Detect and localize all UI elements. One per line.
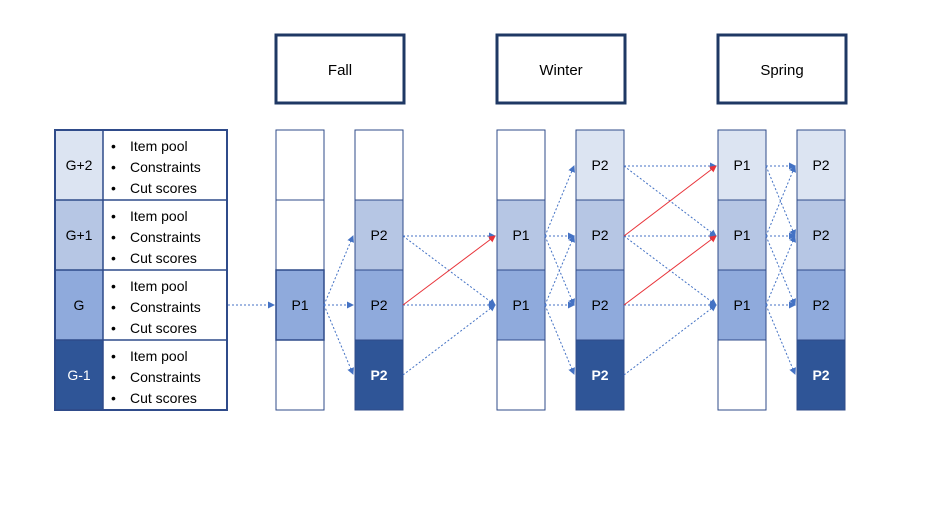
panel-cell-label: P2 <box>812 297 829 313</box>
season-header-winter: Winter <box>495 33 627 105</box>
arrow <box>765 165 796 237</box>
panel-cell-label: P1 <box>512 227 529 243</box>
bullet-text: Constraints <box>130 369 201 385</box>
panel-cell-label: P1 <box>733 297 750 313</box>
bullet-dot: • <box>111 138 116 154</box>
bullet-dot: • <box>111 299 116 315</box>
bullet-text: Item pool <box>130 278 188 294</box>
bullet-dot: • <box>111 369 116 385</box>
season-label-fall: Fall <box>328 62 352 79</box>
winter-panel-1-column: P1 P1 <box>496 129 546 411</box>
arrow <box>323 304 354 375</box>
grade-label-g-plus-2: G+2 <box>66 157 93 173</box>
fall-panel-1-column: P1 <box>275 129 325 411</box>
season-label-winter: Winter <box>539 62 582 79</box>
arrow <box>623 235 717 306</box>
bullet-dot: • <box>111 208 116 224</box>
arrow <box>544 304 575 375</box>
panel-cell-label: P2 <box>591 157 608 173</box>
bullet-text: Item pool <box>130 138 188 154</box>
panel-cell-label: P1 <box>512 297 529 313</box>
bullet-text: Cut scores <box>130 180 197 196</box>
panel-cell-label: P2 <box>591 367 608 383</box>
panel-cell-label: P2 <box>812 157 829 173</box>
panel-cell-label: P2 <box>812 367 829 383</box>
bullet-dot: • <box>111 320 116 336</box>
panel-cell-label: P1 <box>291 297 308 313</box>
arrow <box>765 235 796 306</box>
spring-panel-1-column: P1 P1 P1 <box>717 129 767 411</box>
bullet-text: Cut scores <box>130 390 197 406</box>
bullet-dot: • <box>111 229 116 245</box>
panel-cell-label: P2 <box>370 227 387 243</box>
bullet-dot: • <box>111 159 116 175</box>
arrow <box>323 235 354 306</box>
bullet-dot: • <box>111 250 116 266</box>
bullet-dot: • <box>111 180 116 196</box>
season-header-spring: Spring <box>716 33 848 105</box>
bullet-text: Constraints <box>130 299 201 315</box>
bullet-text: Constraints <box>130 159 201 175</box>
winter-panel-2-column: P2 P2 P2 P2 <box>575 129 625 411</box>
spring-panel-2-column: P2 P2 P2 P2 <box>796 129 846 411</box>
arrow <box>544 165 575 237</box>
bullet-text: Cut scores <box>130 250 197 266</box>
arrow <box>402 304 496 376</box>
grade-label-g-plus-1: G+1 <box>66 227 93 243</box>
panel-cell-label: P2 <box>812 227 829 243</box>
panel-cell-label: P1 <box>733 227 750 243</box>
arrow <box>544 235 575 306</box>
bullet-dot: • <box>111 348 116 364</box>
panel-cell-label: P2 <box>370 367 387 383</box>
grade-label-g-minus-1: G-1 <box>67 367 91 383</box>
arrow <box>623 165 717 237</box>
bullet-text: Item pool <box>130 208 188 224</box>
bullet-text: Item pool <box>130 348 188 364</box>
arrow <box>623 304 717 376</box>
panel-cell-label: P2 <box>591 297 608 313</box>
season-label-spring: Spring <box>760 62 803 79</box>
fall-panel-2-column: P2 P2 P2 <box>354 129 404 411</box>
panel-cell-label: P2 <box>591 227 608 243</box>
bullet-text: Constraints <box>130 229 201 245</box>
season-header-fall: Fall <box>274 33 406 105</box>
bullet-dot: • <box>111 278 116 294</box>
bullet-text: Cut scores <box>130 320 197 336</box>
arrow <box>765 304 796 375</box>
panel-cell-label: P1 <box>733 157 750 173</box>
arrow <box>402 235 496 306</box>
bullet-dot: • <box>111 390 116 406</box>
promotion-arrows <box>402 165 717 306</box>
grade-table: G+2 G+1 G G-1 • Item pool • Constraints … <box>54 129 228 411</box>
panel-cell-label: P2 <box>370 297 387 313</box>
grade-label-g: G <box>74 297 85 313</box>
